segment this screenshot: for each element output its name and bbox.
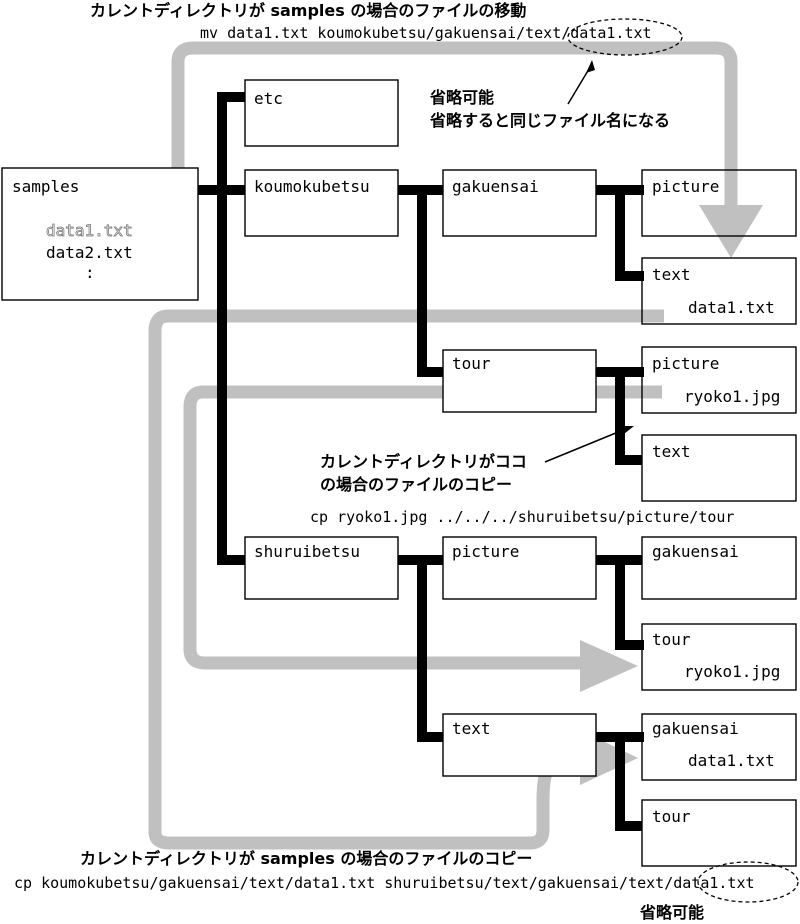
dir-label: tour — [452, 354, 491, 373]
note-bottom: カレントディレクトリが samples の場合のファイルのコピー — [80, 849, 532, 868]
omit-ellipse-bottom — [697, 861, 799, 903]
here-pointer-head — [620, 426, 634, 434]
dir-st-tour: tour — [641, 799, 797, 867]
shuruibetsu-branch — [398, 555, 445, 742]
note-omit1-detail: 省略すると同じファイル名になる — [429, 111, 670, 130]
note-here-line1: カレントディレクトリがココ — [320, 452, 527, 471]
samples-box: samples data1.txt data2.txt : — [1, 167, 199, 301]
stext-branch — [596, 732, 644, 831]
title-top: カレントディレクトリが samples の場合のファイルの移動 — [90, 1, 526, 20]
dir-st-gakuensai: gakuensai data1.txt — [641, 713, 797, 781]
samples-label: samples — [12, 177, 79, 196]
note-omit2: 省略可能 — [639, 903, 704, 922]
tour-branch — [596, 367, 644, 465]
dir-shuruibetsu: shuruibetsu — [244, 536, 399, 600]
spicture-branch — [596, 555, 644, 650]
dir-label: gakuensai — [452, 177, 539, 196]
dir-label: gakuensai — [652, 542, 739, 561]
koumokubetsu-branch — [398, 185, 445, 377]
dir-label: shuruibetsu — [254, 542, 360, 561]
dir-label: tour — [652, 630, 691, 649]
dir-sp-gakuensai: gakuensai — [641, 536, 797, 600]
samples-file-data2: data2.txt — [46, 243, 133, 262]
dir-t-picture: picture ryoko1.jpg — [641, 346, 797, 414]
dir-s-picture: picture — [442, 536, 597, 600]
dir-koumokubetsu: koumokubetsu — [244, 169, 399, 237]
mv-arrow-head — [699, 205, 763, 258]
dir-label: gakuensai — [652, 719, 739, 738]
dir-s-text: text — [442, 713, 597, 777]
gakuensai-branch — [596, 185, 644, 281]
dir-sp-tour: tour ryoko1.jpg — [641, 623, 797, 691]
dir-label: koumokubetsu — [254, 177, 370, 196]
samples-file-more: : — [85, 263, 95, 282]
samples-trunk — [198, 92, 245, 565]
dir-label: text — [652, 265, 691, 284]
dir-label: text — [652, 442, 691, 461]
file-label: data1.txt — [688, 298, 775, 317]
omit-pointer-top-head — [586, 60, 595, 73]
dir-etc: etc — [244, 79, 399, 147]
cp1-arrow-path — [183, 385, 662, 670]
dir-label: picture — [652, 177, 719, 196]
omit-ellipse-top — [567, 18, 683, 56]
dir-label: text — [452, 719, 491, 738]
dir-k-picture: picture — [641, 169, 797, 237]
note-here-line2: の場合のファイルのコピー — [320, 475, 512, 494]
cmd-cp1: cp ryoko1.jpg ../../../shuruibetsu/pictu… — [310, 508, 734, 526]
cp2-arrow-path — [148, 309, 664, 850]
file-label: ryoko1.jpg — [684, 662, 780, 681]
dir-label: picture — [652, 354, 719, 373]
dir-label: tour — [652, 807, 691, 826]
here-pointer — [544, 427, 629, 463]
dir-gakuensai: gakuensai — [442, 169, 597, 237]
dir-label: etc — [254, 89, 283, 108]
file-label: data1.txt — [688, 751, 775, 770]
dir-k-text: text data1.txt — [641, 257, 797, 325]
cmd-mv: mv data1.txt koumokubetsu/gakuensai/text… — [200, 24, 652, 42]
note-omit1: 省略可能 — [429, 88, 494, 107]
samples-file-data1: data1.txt — [46, 221, 133, 240]
file-label: ryoko1.jpg — [684, 387, 780, 406]
dir-tour: tour — [442, 349, 597, 413]
tree-lines — [198, 92, 644, 831]
dir-t-text: text — [641, 434, 797, 502]
cmd-cp2: cp koumokubetsu/gakuensai/text/data1.txt… — [14, 874, 755, 892]
cp1-arrow-head — [580, 640, 638, 692]
dir-label: picture — [452, 542, 519, 561]
